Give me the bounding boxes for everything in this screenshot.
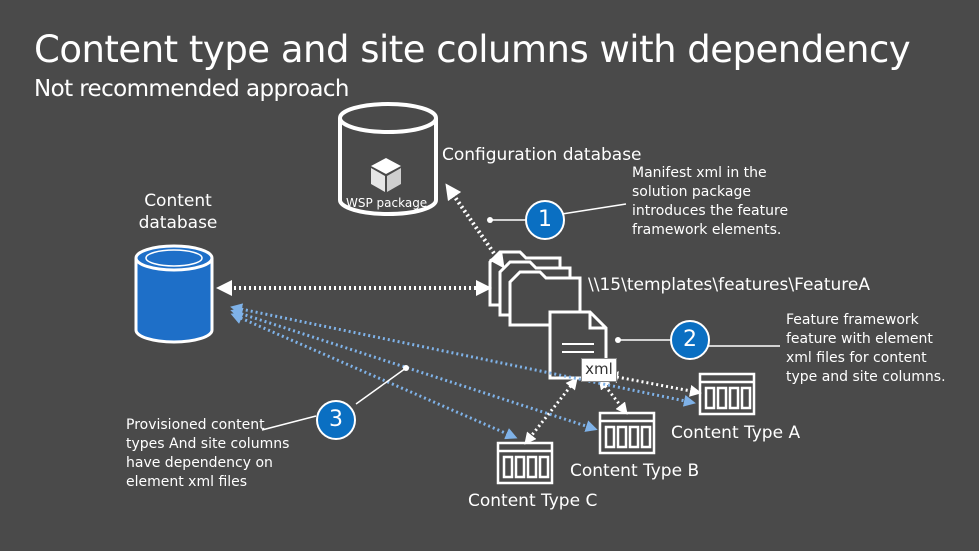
callout-3-badge: 3 — [316, 400, 356, 440]
callout-1-text: Manifest xml in the solution package int… — [632, 164, 788, 240]
content-database-icon — [134, 244, 214, 344]
callout-2-line-4: type and site columns. — [786, 369, 946, 385]
callout-3-line-4: element xml files — [126, 474, 248, 490]
page-subtitle: Not recommended approach — [34, 76, 349, 102]
content-type-a-icon — [698, 372, 756, 416]
feature-path-label: \\15\templates\features\FeatureA — [588, 275, 870, 295]
content-database-label-line-1: Content — [144, 191, 212, 211]
content-type-c-label: Content Type C — [468, 491, 598, 511]
dependency-arrow-a — [230, 303, 696, 407]
callout-2-text: Feature framework feature with element x… — [786, 311, 946, 387]
package-icon — [371, 158, 401, 192]
content-type-a-label: Content Type A — [671, 423, 801, 443]
callout-1-line-3: introduces the feature — [632, 203, 789, 219]
callout-3-line-1: Provisioned content — [126, 417, 265, 433]
callout-1-line-2: solution package — [632, 184, 751, 200]
dependency-arrow-b — [230, 308, 598, 432]
page-title: Content type and site columns with depen… — [34, 28, 911, 71]
callout-2-line-2: feature with element — [786, 331, 933, 347]
content-database-label-line-2: database — [138, 213, 218, 233]
content-type-c-icon — [496, 441, 554, 485]
callout-2-badge: 2 — [670, 320, 710, 360]
callout-1-badge: 1 — [525, 200, 565, 240]
dependency-arrow-c — [230, 312, 518, 440]
callout-1-line-4: framework elements. — [632, 222, 782, 238]
configuration-database-label: Configuration database — [442, 145, 642, 165]
wsp-to-folders-arrow — [445, 183, 505, 269]
content-database-label: Content database — [138, 190, 218, 234]
xml-label: xml — [581, 358, 617, 382]
xml-to-type-a-arrow — [606, 371, 702, 397]
callout-3-line-3: have dependency on — [126, 455, 273, 471]
callout-3-text: Provisioned content types And site colum… — [126, 416, 289, 492]
callout-2-line-3: xml files for content — [786, 350, 927, 366]
callout-1-leader-right — [561, 203, 627, 215]
callout-3-line-2: types And site columns — [126, 436, 290, 452]
callout-3-leader-left — [261, 415, 317, 431]
content-type-b-icon — [598, 411, 656, 455]
content-type-b-label: Content Type B — [570, 461, 700, 481]
xml-to-type-c-arrow — [524, 377, 578, 445]
callout-3-leader — [355, 367, 407, 405]
callout-1-line-1: Manifest xml in the — [632, 165, 767, 181]
wsp-package-label: WSP package — [346, 196, 428, 210]
callout-2-line-1: Feature framework — [786, 312, 919, 328]
